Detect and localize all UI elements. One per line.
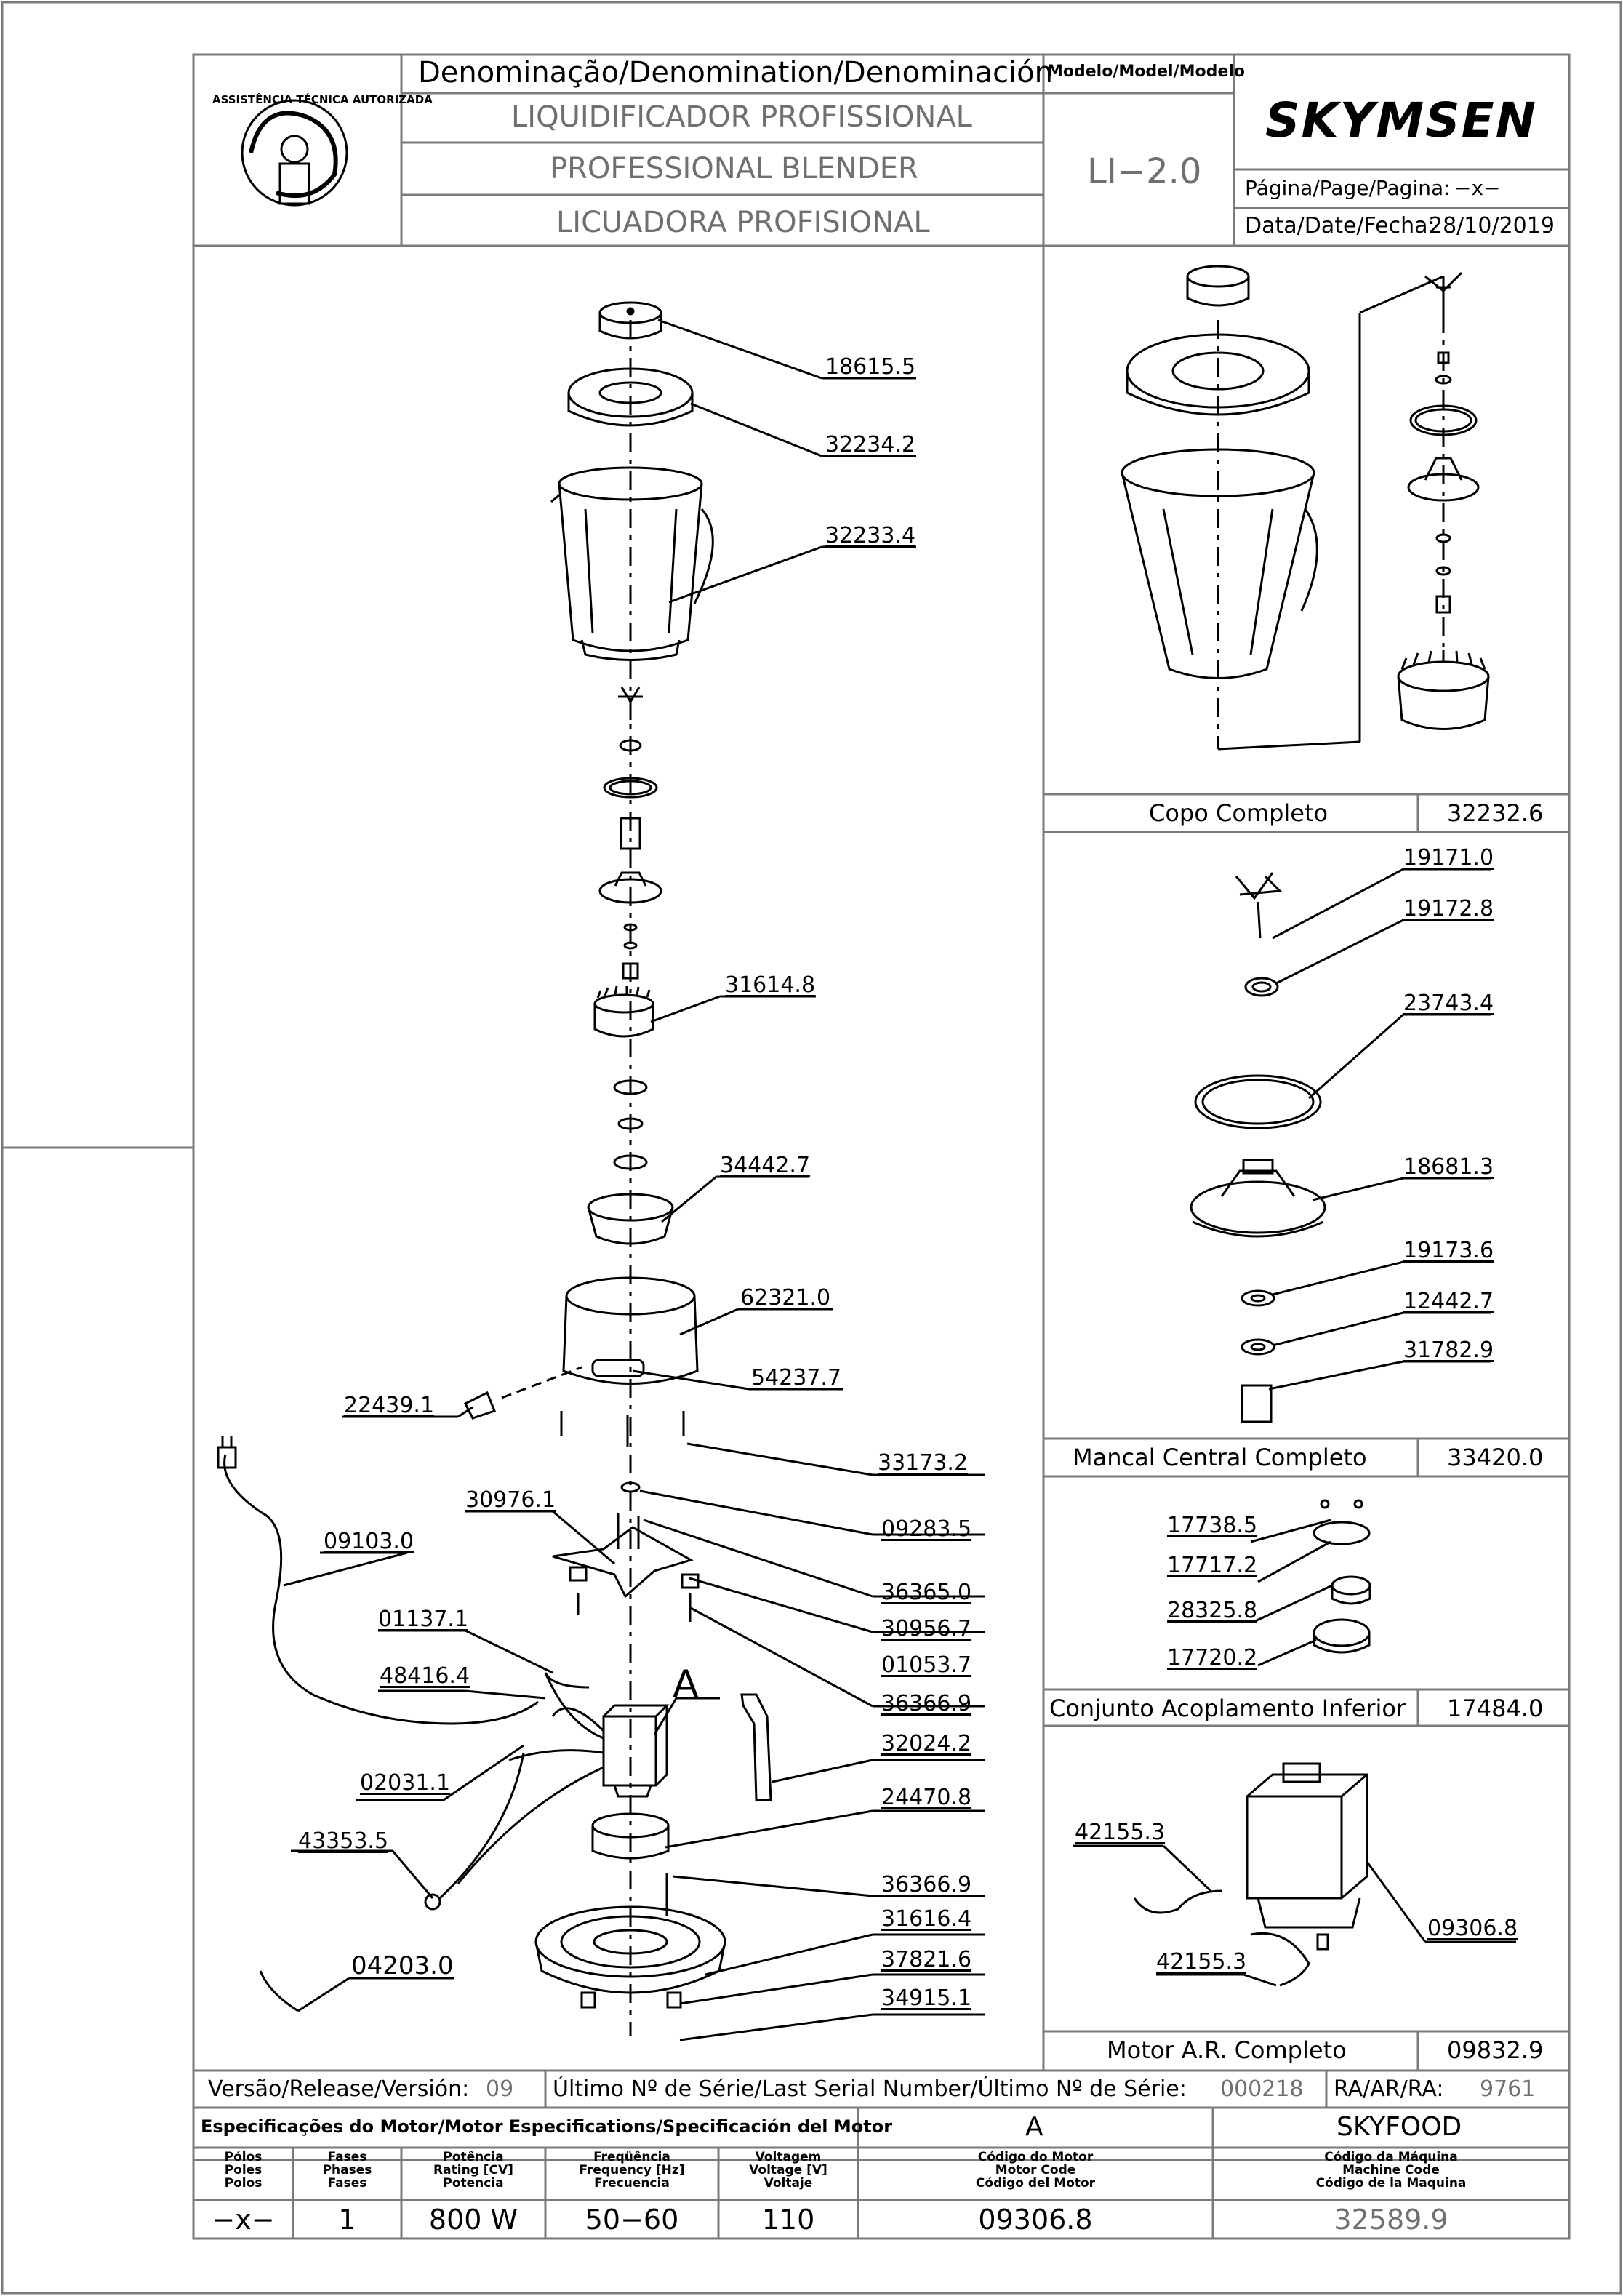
callout-36366-9: 36366.9 bbox=[881, 1691, 972, 1716]
motor-letter: A bbox=[1025, 2112, 1043, 2142]
callout-48416-4: 48416.4 bbox=[380, 1663, 470, 1689]
spec-phases-label: Fases Phases Fases bbox=[322, 2150, 372, 2191]
callout-04203-0: 04203.0 bbox=[351, 1951, 454, 1980]
name-es: LICUADORA PROFISIONAL bbox=[556, 206, 930, 239]
spec-phases-value: 1 bbox=[338, 2204, 356, 2236]
callout-02031-1: 02031.1 bbox=[360, 1770, 451, 1796]
spec-motor-code-value: 09306.8 bbox=[978, 2204, 1093, 2236]
brand-logo: SKYMSEN bbox=[1265, 92, 1538, 148]
motor-spec-label: Especificações do Motor/Motor Especifica… bbox=[201, 2116, 893, 2137]
callout-23743-4: 23743.4 bbox=[1403, 991, 1494, 1016]
spec-frequency-value: 50−60 bbox=[585, 2204, 679, 2236]
spec-voltage-label: Voltagem Voltage [V] Voltaje bbox=[749, 2150, 827, 2191]
assembly-acoplamento-code: 17484.0 bbox=[1447, 1695, 1544, 1722]
callout-31782-9: 31782.9 bbox=[1403, 1337, 1494, 1363]
spec-poles-label: Pólos Poles Polos bbox=[224, 2150, 263, 2191]
spec-frequency-label: Freqüência Frequency [Hz] Frecuencia bbox=[579, 2150, 685, 2191]
callout-62321-0: 62321.0 bbox=[740, 1285, 831, 1311]
callout-34915-1: 34915.1 bbox=[881, 1985, 972, 2011]
callout-09103-0: 09103.0 bbox=[324, 1529, 414, 1554]
spec-voltage-value: 110 bbox=[761, 2204, 815, 2236]
assembly-copo-name: Copo Completo bbox=[1149, 799, 1329, 827]
denomination-label: Denominação/Denomination/Denominación bbox=[418, 56, 1054, 89]
callout-18681-3: 18681.3 bbox=[1403, 1154, 1494, 1180]
serial-value: 000218 bbox=[1220, 2076, 1304, 2102]
callout-33173-2: 33173.2 bbox=[878, 1450, 969, 1476]
callout-32233-4: 32233.4 bbox=[825, 523, 916, 548]
machine-name: SKYFOOD bbox=[1337, 2112, 1462, 2142]
callout-36366-9-b: 36366.9 bbox=[881, 1872, 972, 1897]
callout-a: A bbox=[673, 1663, 699, 1706]
spec-rating-value: 800 W bbox=[428, 2204, 518, 2236]
callout-19173-6: 19173.6 bbox=[1403, 1238, 1494, 1263]
stamp-text: ASSISTÊNCIA TÉCNICA AUTORIZADA bbox=[212, 93, 433, 106]
callout-34442-7: 34442.7 bbox=[720, 1153, 811, 1178]
name-en: PROFESSIONAL BLENDER bbox=[550, 152, 918, 185]
callout-30956-7: 30956.7 bbox=[881, 1616, 972, 1641]
assembly-motor-code: 09832.9 bbox=[1447, 2036, 1544, 2064]
assembly-mancal-name: Mancal Central Completo bbox=[1073, 1444, 1367, 1471]
version-value: 09 bbox=[486, 2076, 514, 2102]
assembly-motor-name: Motor A.R. Completo bbox=[1107, 2036, 1347, 2064]
callout-19171-0: 19171.0 bbox=[1403, 845, 1494, 871]
callout-43353-5: 43353.5 bbox=[298, 1828, 389, 1854]
callout-01137-1: 01137.1 bbox=[378, 1607, 469, 1632]
assistencia-stamp-logo bbox=[241, 99, 348, 207]
ra-label: RA/AR/RA: bbox=[1334, 2076, 1444, 2102]
callout-17738-5: 17738.5 bbox=[1167, 1513, 1258, 1538]
callout-42155-3-b: 42155.3 bbox=[1156, 1949, 1247, 1975]
callout-32024-2: 32024.2 bbox=[881, 1731, 972, 1756]
callout-01053-7: 01053.7 bbox=[881, 1652, 972, 1678]
callout-17717-2: 17717.2 bbox=[1167, 1553, 1258, 1578]
callout-24470-8: 24470.8 bbox=[881, 1785, 972, 1810]
spec-poles-value: −x− bbox=[212, 2204, 275, 2236]
model-label: Modelo/Model/Modelo bbox=[1047, 63, 1245, 81]
callout-54237-7: 54237.7 bbox=[751, 1365, 842, 1391]
page-label: Página/Page/Pagina: bbox=[1245, 176, 1451, 200]
ra-value: 9761 bbox=[1480, 2076, 1536, 2102]
spec-machine-code-value: 32589.9 bbox=[1334, 2204, 1448, 2236]
callout-22439-1: 22439.1 bbox=[344, 1393, 435, 1418]
date-value: 28/10/2019 bbox=[1429, 213, 1555, 239]
callout-31616-4: 31616.4 bbox=[881, 1906, 972, 1932]
callout-17720-2: 17720.2 bbox=[1167, 1645, 1258, 1671]
callout-36365-0: 36365.0 bbox=[881, 1580, 972, 1605]
callout-09283-5: 09283.5 bbox=[881, 1516, 972, 1542]
spec-machine-code-label: Código da Máquina Machine Code Código de… bbox=[1315, 2150, 1467, 2191]
callout-28325-8: 28325.8 bbox=[1167, 1598, 1258, 1623]
callout-37821-6: 37821.6 bbox=[881, 1947, 972, 1972]
spec-motor-code-label: Código do Motor Motor Code Código del Mo… bbox=[975, 2150, 1096, 2191]
assembly-copo-code: 32232.6 bbox=[1447, 799, 1544, 827]
callout-31614-8: 31614.8 bbox=[725, 972, 816, 998]
callout-19172-8: 19172.8 bbox=[1403, 896, 1494, 921]
callout-12442-7: 12442.7 bbox=[1403, 1289, 1494, 1314]
assembly-mancal-code: 33420.0 bbox=[1447, 1444, 1544, 1471]
callout-32234-2: 32234.2 bbox=[825, 432, 916, 457]
date-label: Data/Date/Fecha: bbox=[1245, 213, 1435, 239]
version-label: Versão/Release/Versión: bbox=[208, 2076, 470, 2102]
callout-09306-8: 09306.8 bbox=[1427, 1916, 1518, 1941]
serial-label: Último Nº de Série/Last Serial Number/Úl… bbox=[553, 2076, 1187, 2102]
name-pt: LIQUIDIFICADOR PROFISSIONAL bbox=[511, 100, 972, 134]
model-value: LI−2.0 bbox=[1087, 151, 1202, 192]
callout-30976-1: 30976.1 bbox=[465, 1487, 556, 1513]
spec-rating-label: Potência Rating [CV] Potencia bbox=[433, 2150, 513, 2191]
callout-18615-5: 18615.5 bbox=[825, 354, 916, 380]
page-value: −x− bbox=[1454, 176, 1501, 200]
callout-42155-3: 42155.3 bbox=[1075, 1820, 1166, 1845]
assembly-acoplamento-name: Conjunto Acoplamento Inferior bbox=[1049, 1695, 1406, 1722]
